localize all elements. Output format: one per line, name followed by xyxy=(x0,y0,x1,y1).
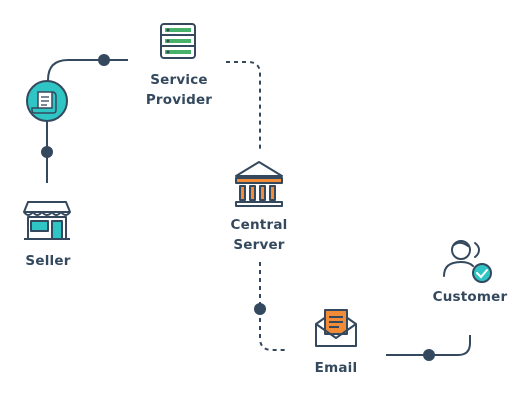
storefront-icon xyxy=(23,201,71,240)
connector-provider-receipt xyxy=(47,59,128,86)
bank-icon xyxy=(235,161,283,207)
central-server-line1: Central xyxy=(230,217,288,233)
node-label-seller: Seller xyxy=(12,251,84,271)
service-provider-line1: Service xyxy=(150,72,208,88)
connector-provider-server xyxy=(226,61,261,150)
seller-label: Seller xyxy=(25,253,71,269)
service-provider-line2: Provider xyxy=(145,92,213,108)
server-icon xyxy=(160,23,196,59)
node-label-email: Email xyxy=(304,358,368,378)
central-server-line2: Server xyxy=(233,237,285,253)
envelope-icon xyxy=(315,309,357,347)
email-label: Email xyxy=(314,360,358,376)
customer-icon xyxy=(443,240,492,283)
node-label-customer: Customer xyxy=(426,287,514,307)
node-label-central-server: Central Server xyxy=(216,215,302,255)
connector-dot-middle xyxy=(254,303,266,315)
node-label-service-provider: Service Provider xyxy=(138,70,220,110)
connector-dot-top xyxy=(98,54,110,66)
connector-dot-left xyxy=(41,146,53,158)
connector-dot-bottom xyxy=(423,349,435,361)
customer-label: Customer xyxy=(432,289,508,305)
receipt-icon xyxy=(26,80,68,122)
connector-email-customer xyxy=(386,335,471,356)
